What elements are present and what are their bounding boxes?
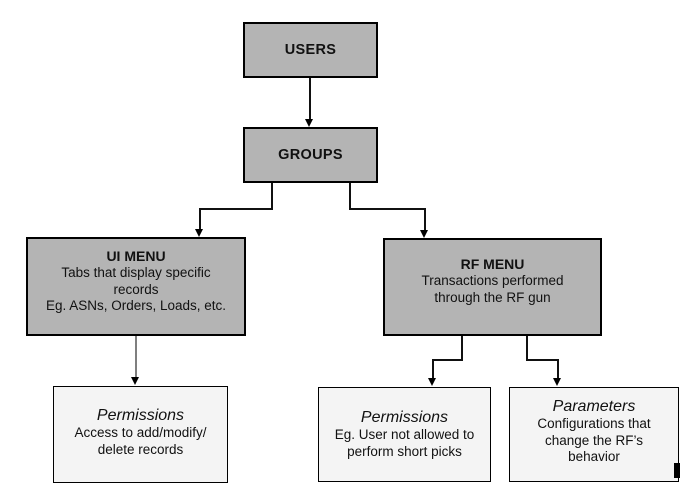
ui-permissions-description-line: delete records [97,441,184,457]
connector-groups-rfmenu [349,208,426,210]
rf-parameters-node: Parameters Configurations that change th… [509,387,679,482]
connector-uimenu-permissions [135,336,137,377]
connector-rfmenu-parameters [557,359,559,379]
connector-rfmenu-parameters [526,336,528,361]
rf-menu-title: RF MENU [460,256,525,272]
ui-permissions-title: Permissions [96,407,185,424]
arrowhead-down-icon [131,377,139,385]
rf-parameters-description-line: Configurations that [537,416,651,431]
connector-groups-rfmenu [349,183,351,210]
groups-node-label: GROUPS [278,147,343,163]
rf-permissions-description-line: perform short picks [347,443,462,459]
arrowhead-down-icon [420,230,428,238]
arrowhead-down-icon [195,229,203,237]
ui-menu-description-line: Eg. ASNs, Orders, Loads, etc. [45,298,227,313]
users-node-label: USERS [284,42,337,58]
ui-menu-description-line: Tabs that display specific [61,265,211,280]
ui-menu-description-line: records [113,281,159,297]
rf-menu-description-line: Transactions performed [421,273,564,288]
rf-permissions-title: Permissions [360,409,449,426]
rf-menu-description-line: through the RF gun [434,289,551,305]
rf-permissions-description-line: Eg. User not allowed to [334,427,475,442]
users-node: USERS [243,22,378,78]
connector-groups-rfmenu [424,208,426,231]
connector-rfmenu-parameters [526,359,559,361]
connector-rfmenu-permissions [461,336,463,361]
connector-groups-uimenu [199,208,273,210]
ui-permissions-node: Permissions Access to add/modify/ delete… [53,386,228,483]
rf-parameters-description-line: change the RF’s [544,432,644,448]
connector-groups-uimenu [271,183,273,210]
rf-parameters-description-line: behavior [568,449,620,464]
rf-parameters-title: Parameters [552,398,636,415]
ui-menu-node: UI MENU Tabs that display specific recor… [26,237,246,336]
arrowhead-down-icon [553,378,561,386]
clipped-shape-artifact [674,463,680,478]
arrowhead-down-icon [428,378,436,386]
rf-menu-node: RF MENU Transactions performed through t… [383,238,602,336]
rf-permissions-node: Permissions Eg. User not allowed to perf… [318,387,491,482]
ui-permissions-description-line: Access to add/modify/ [74,425,207,440]
connector-groups-uimenu [199,208,201,230]
arrowhead-down-icon [305,119,313,127]
groups-node: GROUPS [243,127,378,183]
connector-rfmenu-permissions [432,359,434,379]
connector-users-groups [309,78,311,120]
connector-rfmenu-permissions [432,359,463,361]
ui-menu-title: UI MENU [106,248,166,264]
